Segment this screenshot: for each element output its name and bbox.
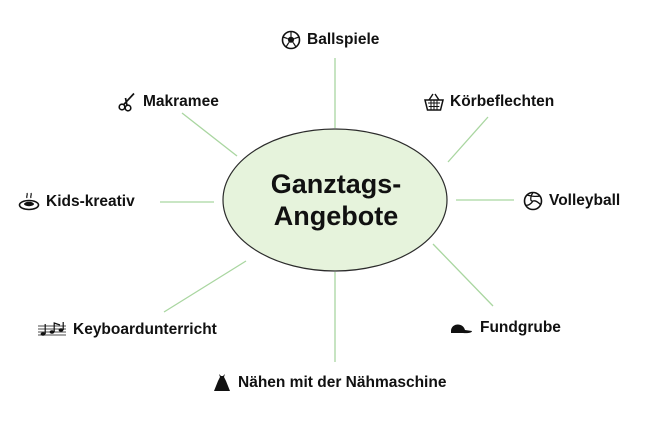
cap-icon (448, 318, 474, 338)
node-naehen[interactable]: Nähen mit der Nähmaschine (212, 373, 446, 393)
node-ballspiele[interactable]: Ballspiele (281, 30, 379, 50)
soccer-ball-icon (281, 30, 301, 50)
node-label: Nähen mit der Nähmaschine (238, 374, 447, 391)
connector-lines (160, 58, 514, 362)
connector-fundgrube (432, 243, 494, 307)
center-title-line2: Angebote (273, 201, 399, 231)
center-title: Ganztags- Angebote (226, 168, 446, 232)
node-koerbeflechten[interactable]: Körbeflechten (424, 92, 554, 112)
node-fundgrube[interactable]: Fundgrube (448, 318, 561, 338)
dress-icon (212, 373, 232, 393)
basket-icon (424, 92, 444, 112)
node-volleyball[interactable]: Volleyball (523, 191, 620, 211)
center-ellipse (222, 128, 448, 272)
node-makramee[interactable]: Makramee (117, 92, 219, 112)
node-keyboard[interactable]: Keyboardunterricht (37, 320, 217, 340)
node-label: Kids-kreativ (46, 193, 135, 210)
volleyball-icon (523, 191, 543, 211)
scissors-icon (117, 92, 137, 112)
connector-makramee (181, 112, 238, 157)
connector-koerbeflechten (447, 116, 489, 163)
connector-keyboard (163, 260, 247, 313)
center-title-line1: Ganztags- (270, 169, 402, 199)
node-label: Volleyball (549, 192, 621, 209)
node-label: Ballspiele (307, 31, 380, 48)
music-notes-icon (37, 320, 67, 340)
node-label: Keyboardunterricht (73, 321, 217, 338)
node-label: Fundgrube (480, 319, 561, 336)
pottery-icon (18, 192, 40, 212)
node-kids[interactable]: Kids-kreativ (18, 192, 135, 212)
node-label: Makramee (143, 93, 219, 110)
node-label: Körbeflechten (450, 93, 555, 110)
